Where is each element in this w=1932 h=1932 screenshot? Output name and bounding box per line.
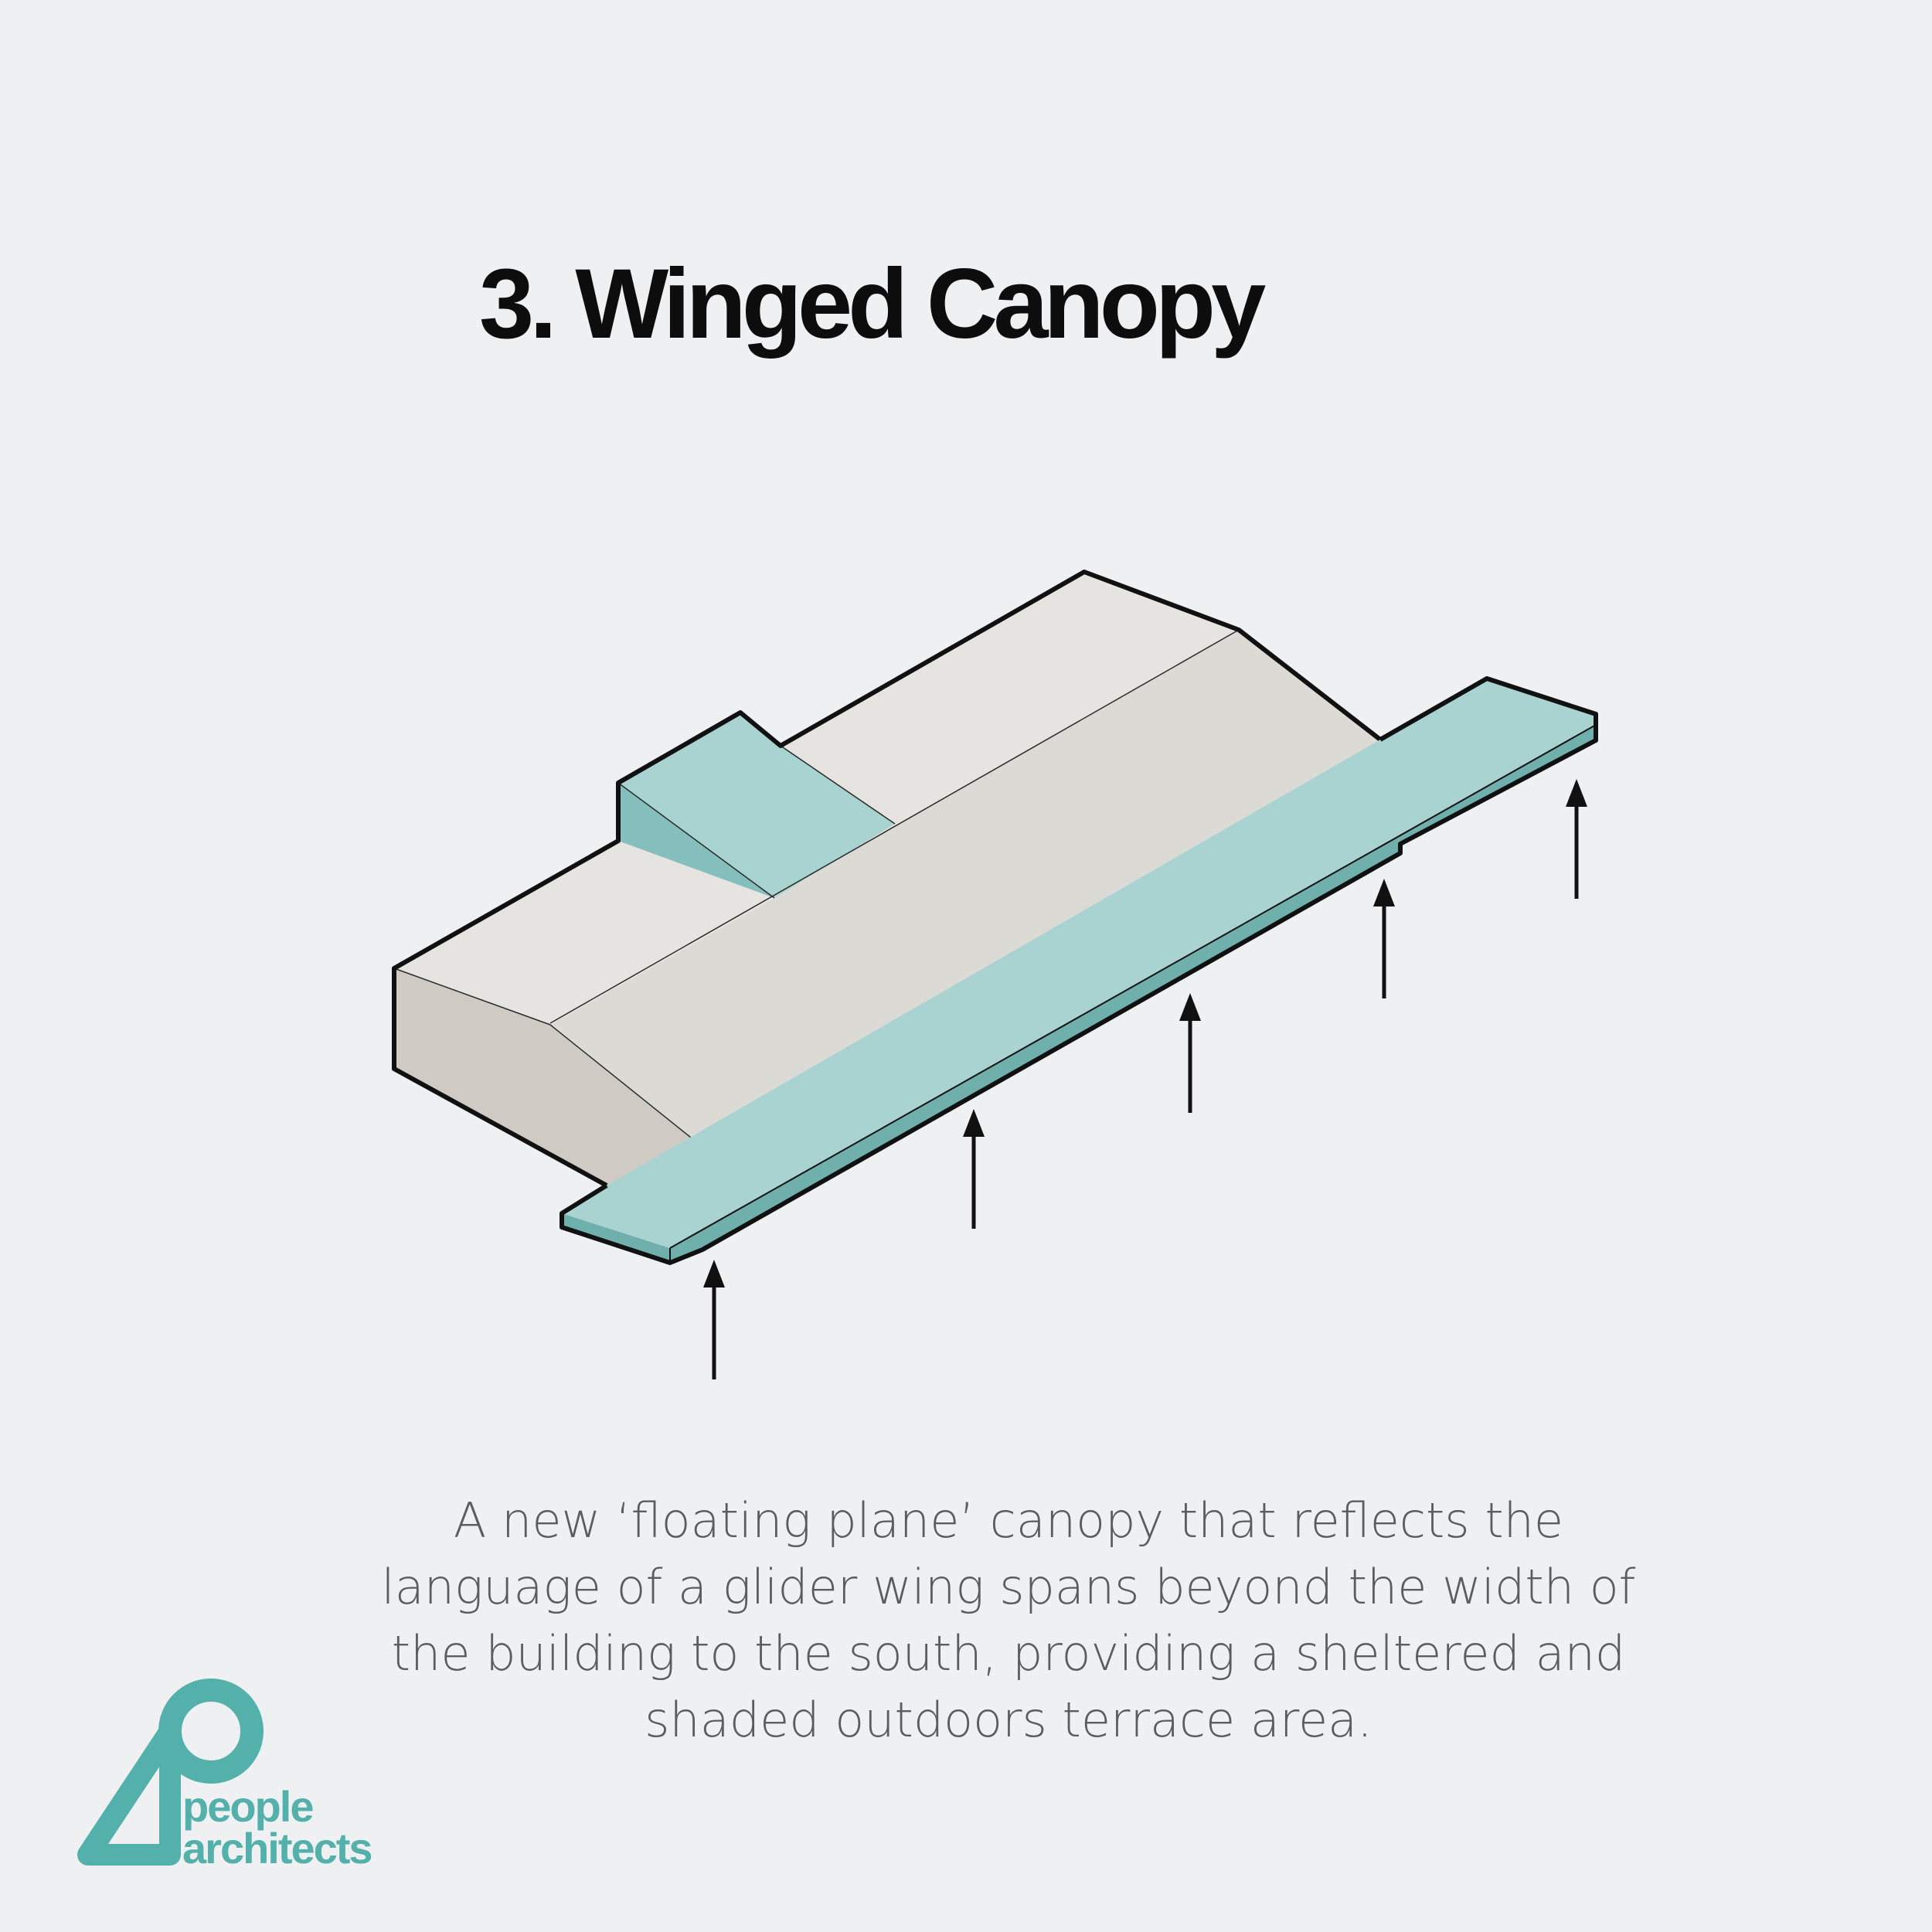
upward-arrow-icon [703,1260,725,1379]
description-text: A new ‘floating plane’ canopy that refle… [381,1492,1636,1748]
skylight-top [618,713,895,898]
canopy-edge-line [669,724,1597,1249]
building-side-wall [394,968,691,1185]
roof-ridge-line [549,629,1240,1024]
upward-arrow-icon [963,1109,985,1229]
roof-left-facet [394,841,774,1025]
page-title: 3. Winged Canopy [479,249,1266,359]
logo-mark-icon [77,1679,264,1866]
logo-text-people: people [182,1782,314,1831]
people-architects-logo-mark [77,1679,264,1866]
canopy-outline [560,676,1598,1265]
skylight-edge-2 [617,782,775,899]
building-outline [392,570,1382,1188]
building-massing [392,570,1382,1188]
upward-arrows [703,779,1587,1379]
canopy-top [562,679,1596,1248]
upward-arrow-icon [1373,879,1395,998]
roof-main-plane [550,630,1380,1138]
winged-canopy [560,676,1598,1265]
skylight-edge-1 [780,745,896,825]
logo-text-architects: architects [182,1824,373,1872]
roof-fold-line [393,968,692,1138]
upward-arrow-icon [1566,779,1587,899]
upward-arrow-icon [1179,993,1201,1113]
